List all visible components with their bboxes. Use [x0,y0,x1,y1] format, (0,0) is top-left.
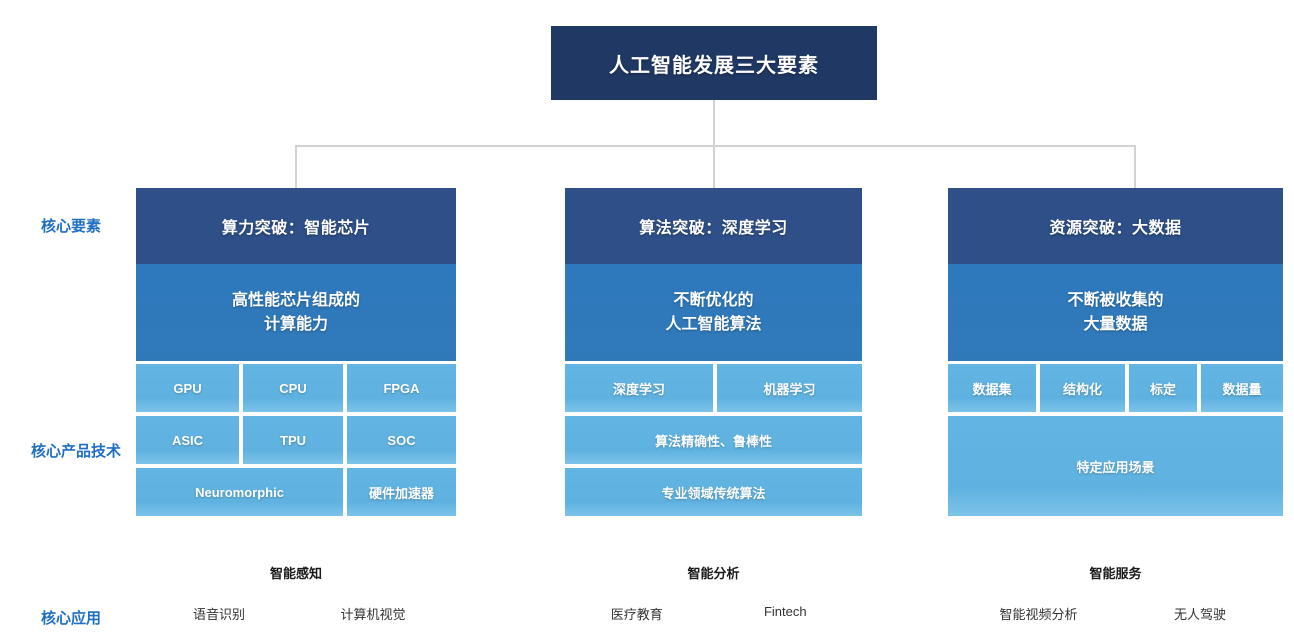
tile-row: 深度学习 机器学习 [565,364,862,412]
row-label-core-elements: 核心要素 [41,218,102,235]
tile-machine-learning[interactable]: 机器学习 [717,364,862,412]
tile-cpu[interactable]: CPU [243,364,343,412]
connector-trunk-vertical [713,100,715,146]
column-sub-algorithm: 不断优化的 人工智能算法 [565,264,862,361]
column-sub-data: 不断被收集的 大量数据 [948,264,1283,361]
caption-group-perception: 智能感知 语音识别 计算机视觉 [136,563,456,623]
connector-branch-3 [1134,145,1136,188]
caption-item-medical-education: 医疗教育 [610,607,663,622]
column-sub-line1-algorithm: 不断优化的 [673,292,754,310]
column-header-compute[interactable]: 算力突破：智能芯片 [136,188,456,264]
tile-gpu[interactable]: GPU [136,364,239,412]
tile-row: 专业领域传统算法 [565,468,862,516]
tile-algorithm-accuracy[interactable]: 算法精确性、鲁棒性 [565,416,862,464]
tile-row: 数据集 结构化 标定 数据量 [948,364,1283,412]
diagram-title-text: 人工智能发展三大要素 [609,54,819,77]
column-sub-line2-algorithm: 人工智能算法 [665,315,762,333]
tile-asic[interactable]: ASIC [136,416,239,464]
tile-deep-learning[interactable]: 深度学习 [565,364,713,412]
caption-items-perception: 语音识别 计算机视觉 [136,604,456,623]
caption-item-speech-recognition: 语音识别 [192,607,245,622]
tile-fpga[interactable]: FPGA [347,364,456,412]
connector-horizontal-bus [295,145,1136,147]
caption-group-analysis: 智能分析 医疗教育 Fintech [565,563,862,623]
tile-row: Neuromorphic 硬件加速器 [136,468,456,516]
connector-branch-1 [295,145,297,188]
column-sub-line2-data: 大量数据 [1083,315,1148,333]
row-label-core-products: 核心产品技术 [31,443,122,460]
tile-row: ASIC TPU SOC [136,416,456,464]
tile-grid-data: 数据集 结构化 标定 数据量 特定应用场景 [948,364,1283,516]
tile-soc[interactable]: SOC [347,416,456,464]
connector-branch-2 [713,145,715,188]
tile-row: 特定应用场景 [948,416,1283,516]
tile-specific-scenarios[interactable]: 特定应用场景 [948,416,1283,516]
column-header-data[interactable]: 资源突破：大数据 [948,188,1283,264]
column-compute: 算力突破：智能芯片 高性能芯片组成的 计算能力 GPU CPU FPGA ASI… [136,188,456,516]
tile-tpu[interactable]: TPU [243,416,343,464]
caption-item-fintech: Fintech [763,604,807,619]
caption-title-service: 智能服务 [1089,566,1142,581]
caption-group-service: 智能服务 智能视频分析 无人驾驶 [948,563,1283,623]
tile-grid-compute: GPU CPU FPGA ASIC TPU SOC Neuromorphic 硬… [136,364,456,516]
column-sub-line1-data: 不断被收集的 [1067,292,1164,310]
column-data: 资源突破：大数据 不断被收集的 大量数据 数据集 结构化 标定 数据量 特定应用… [948,188,1283,516]
caption-item-autonomous-driving: 无人驾驶 [1173,607,1226,622]
tile-structured[interactable]: 结构化 [1040,364,1125,412]
caption-items-service: 智能视频分析 无人驾驶 [948,604,1283,623]
tile-neuromorphic[interactable]: Neuromorphic [136,468,343,516]
caption-item-computer-vision: 计算机视觉 [340,607,406,622]
tile-hardware-accelerator[interactable]: 硬件加速器 [347,468,456,516]
column-sub-line1-compute: 高性能芯片组成的 [231,292,360,310]
caption-title-analysis: 智能分析 [687,566,740,581]
row-label-core-apps: 核心应用 [41,610,102,627]
tile-dataset[interactable]: 数据集 [948,364,1036,412]
caption-item-video-analytics: 智能视频分析 [999,607,1078,622]
tile-row: 算法精确性、鲁棒性 [565,416,862,464]
tile-grid-algorithm: 深度学习 机器学习 算法精确性、鲁棒性 专业领域传统算法 [565,364,862,516]
caption-items-analysis: 医疗教育 Fintech [565,604,862,623]
column-sub-line2-compute: 计算能力 [263,315,328,333]
tile-data-volume[interactable]: 数据量 [1201,364,1283,412]
diagram-title-box: 人工智能发展三大要素 [551,26,877,100]
tile-domain-traditional-algorithms[interactable]: 专业领域传统算法 [565,468,862,516]
column-sub-compute: 高性能芯片组成的 计算能力 [136,264,456,361]
column-header-algorithm[interactable]: 算法突破：深度学习 [565,188,862,264]
column-algorithm: 算法突破：深度学习 不断优化的 人工智能算法 深度学习 机器学习 算法精确性、鲁… [565,188,862,516]
tile-row: GPU CPU FPGA [136,364,456,412]
caption-title-perception: 智能感知 [269,566,322,581]
tile-labeling[interactable]: 标定 [1129,364,1197,412]
